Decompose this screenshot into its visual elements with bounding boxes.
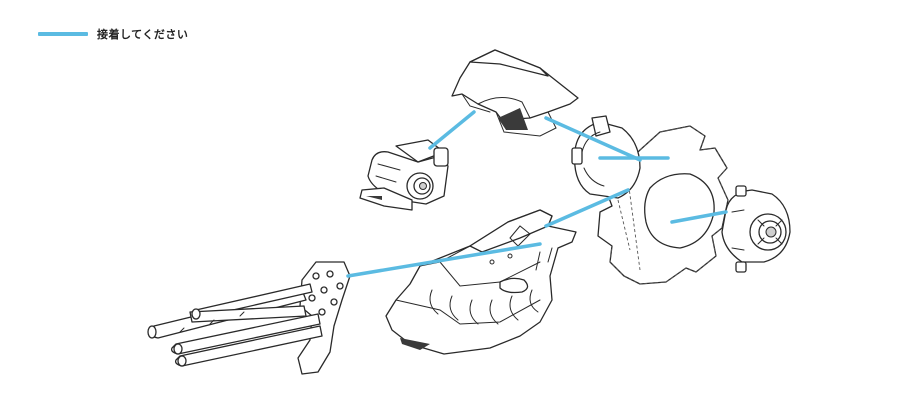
glue-line-torso-frame xyxy=(544,188,630,228)
hand-with-fingers-part-icon xyxy=(147,261,351,375)
torso-shell-part-icon xyxy=(385,209,577,355)
upper-cover-part-icon xyxy=(451,49,579,137)
legend-label: 接着してください xyxy=(97,28,189,41)
glue-line-cover-rearcap xyxy=(544,116,642,162)
glue-line-hand-torso xyxy=(346,242,542,278)
legend-line-swatch xyxy=(38,32,88,36)
glue-line-frame-frontcap xyxy=(670,210,728,224)
glue-lines xyxy=(346,110,728,278)
neck-joint-part-icon xyxy=(359,139,449,211)
glue-line-cover-neck xyxy=(428,110,476,150)
front-cap-part-icon xyxy=(721,185,791,273)
rear-cap-part-icon xyxy=(571,115,641,199)
legend: 接着してください xyxy=(38,26,188,42)
